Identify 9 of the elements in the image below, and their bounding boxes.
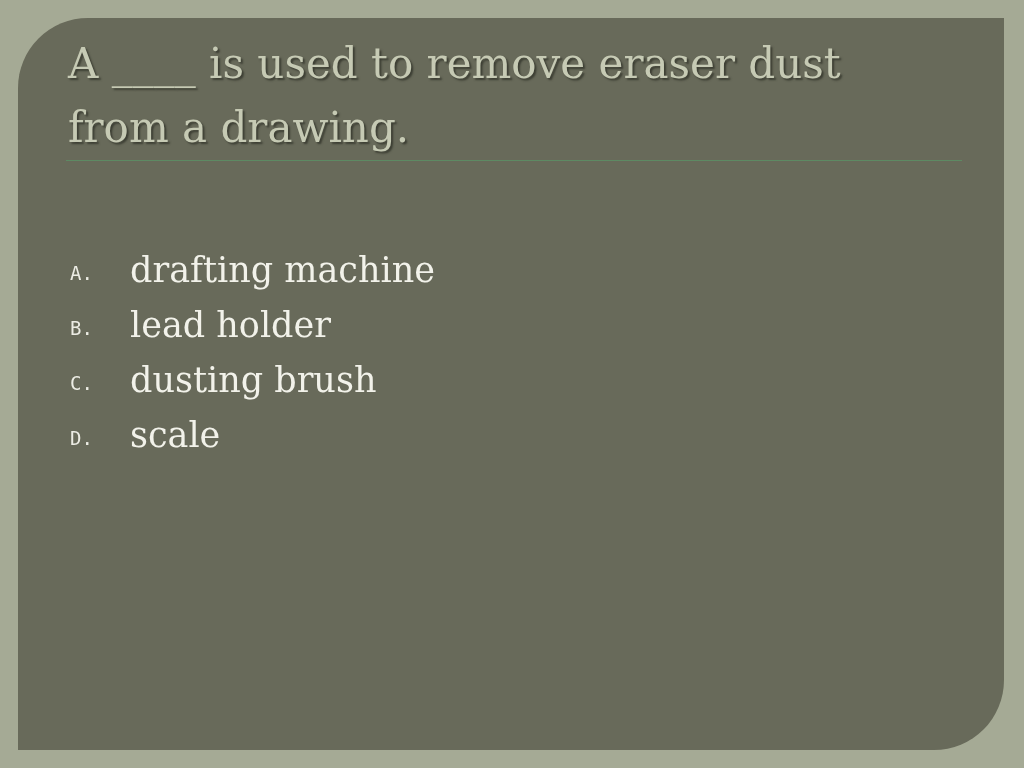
option-letter: B. (70, 317, 93, 339)
answer-option: scale (130, 415, 221, 455)
answer-option: dusting brush (130, 360, 377, 400)
option-letter: D. (70, 427, 93, 449)
option-letter: C. (70, 372, 93, 394)
answer-option: drafting machine (130, 250, 435, 290)
slide-title: A ____ is used to remove eraser dust from a drawing. (68, 38, 842, 154)
option-letter: A. (70, 262, 93, 284)
answer-option: lead holder (130, 305, 331, 345)
